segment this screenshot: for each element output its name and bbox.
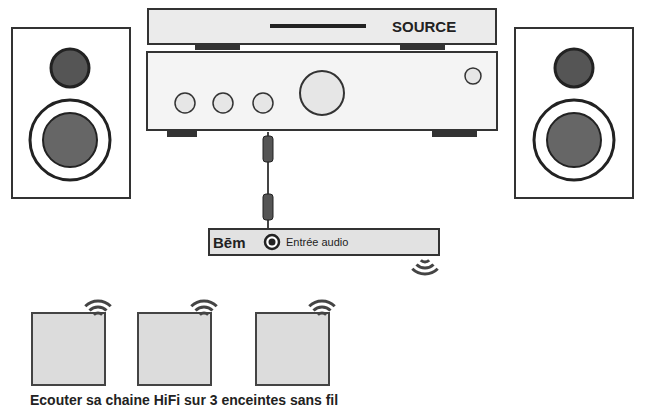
power-button [465, 68, 481, 84]
caption: Ecouter sa chaine HiFi sur 3 enceintes s… [30, 392, 338, 408]
audio-jack-hole [269, 239, 276, 246]
node-title: Bēm [213, 234, 246, 251]
wifi-arc [417, 265, 434, 269]
knob [175, 93, 195, 113]
woofer-ring [534, 100, 614, 180]
node-label: Entrée audio [286, 236, 348, 248]
knob [253, 93, 273, 113]
wifi-symbol [412, 260, 437, 274]
tweeter [555, 49, 593, 87]
source-device: SOURCE [147, 8, 497, 45]
wifi-arc [85, 301, 110, 306]
wifi-arc [309, 301, 334, 306]
disc-slot [270, 24, 366, 28]
volume-knob [300, 71, 344, 115]
tweeter [51, 49, 89, 87]
wifi-arc [421, 260, 429, 262]
device-foot [432, 130, 477, 137]
bem-receiver: Bēm Entrée audio [208, 228, 440, 256]
speaker-cabinet [515, 28, 633, 198]
wireless-speaker [138, 313, 211, 385]
woofer-ring [30, 100, 110, 180]
cable-plug [263, 194, 273, 220]
wifi-arc [412, 269, 437, 274]
woofer-cone [547, 113, 601, 167]
cable-plug [263, 136, 273, 162]
device-foot [167, 130, 197, 137]
woofer-cone [43, 113, 97, 167]
wifi-symbol [85, 301, 334, 315]
wifi-arc [191, 301, 216, 306]
wifi-arc [94, 313, 102, 315]
wifi-arc [90, 307, 107, 311]
amplifier [147, 52, 497, 130]
node-title: SOURCE [392, 18, 456, 35]
wifi-arc [314, 307, 331, 311]
knob [213, 93, 233, 113]
speaker-cabinet [12, 28, 130, 198]
wireless-speaker [32, 313, 105, 385]
wireless-speaker [256, 313, 329, 385]
wifi-arc [196, 307, 213, 311]
wifi-arc [200, 313, 208, 315]
audio-jack [265, 235, 279, 249]
wifi-arc [318, 313, 326, 315]
